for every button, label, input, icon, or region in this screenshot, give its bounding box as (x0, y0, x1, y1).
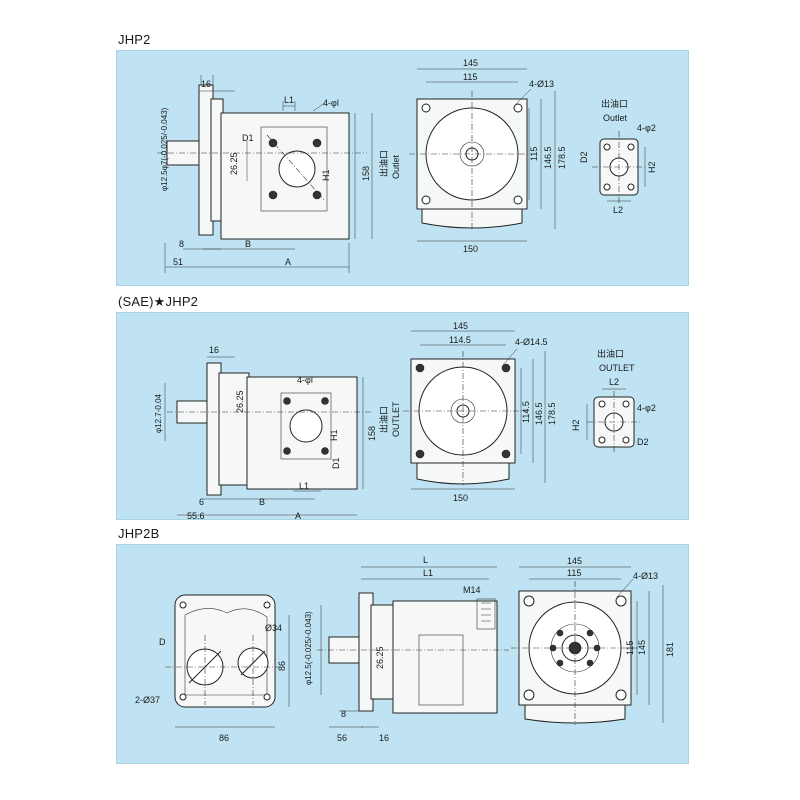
port-outlet-en: OUTLET (599, 363, 635, 373)
dim-115-v: 115 (529, 147, 539, 161)
dim-D2: D2 (579, 151, 589, 163)
section-title-sae-jhp2: (SAE)★JHP2 (118, 294, 199, 309)
dim-146-5: 146.5 (543, 146, 553, 169)
holes-2-37: 2-Ø37 (135, 695, 160, 705)
dim-178-5: 178.5 (557, 146, 567, 169)
dim-16: 16 (379, 733, 389, 743)
shaft-dim: φ12.5(-0.025/-0.043) (304, 611, 313, 685)
drawing-panel-sae-jhp2: 16 4-φl 26.25 H1 D1 L1 158 φ12.7-0.04 6 … (116, 312, 689, 520)
dim-145: 145 (453, 321, 468, 331)
shaft-dim: φ12.7-0.04 (154, 393, 163, 433)
dim-L1: L1 (284, 95, 294, 105)
holes-4-14-5: 4-Ø14.5 (515, 337, 548, 347)
dim-A: A (295, 511, 301, 519)
dim-146-5: 146.5 (534, 402, 544, 425)
dim-B: B (245, 239, 251, 249)
port-holes: 4-φ2 (637, 403, 656, 413)
dim-115: 115 (463, 72, 477, 82)
dim-150: 150 (463, 244, 478, 254)
dim-B: B (259, 497, 265, 507)
dim-55-6: 55.6 (187, 511, 205, 519)
drawing-panel-jhp2b: D Ø34 86 2-Ø37 86 φ12.5(-0.025/-0.043) L… (116, 544, 689, 764)
side-view (164, 356, 372, 516)
outlet-cn: 出油口 (378, 406, 389, 433)
dim-51: 51 (173, 257, 183, 267)
port-outlet-cn: 出油口 (601, 98, 628, 109)
holes-label: 4-φl (323, 98, 339, 108)
dim-145: 145 (463, 58, 478, 68)
port-outlet-cn: 出油口 (597, 348, 624, 359)
port-detail (592, 131, 646, 203)
side-view (317, 566, 509, 728)
dim-26-25: 26.25 (229, 152, 239, 175)
dim-8: 8 (179, 239, 184, 249)
dim-145-v: 145 (637, 640, 647, 655)
dim-8: 8 (341, 709, 346, 719)
dim-A: A (285, 257, 291, 267)
dim-D2: D2 (637, 437, 649, 447)
dim-L1: L1 (423, 568, 433, 578)
front-view (409, 68, 556, 242)
outlet-en: Outlet (391, 154, 401, 179)
dim-M14: M14 (463, 585, 481, 595)
dim-6: 6 (199, 497, 204, 507)
dim-H1: H1 (329, 429, 339, 441)
front-view (403, 330, 546, 490)
port-outlet-en: Outlet (603, 113, 628, 123)
dim-H1: H1 (321, 169, 331, 181)
dim-L: L (423, 555, 428, 565)
dim-158: 158 (367, 426, 377, 441)
dim-115: 115 (567, 568, 581, 578)
dim-56: 56 (337, 733, 347, 743)
dim-158: 158 (361, 166, 371, 181)
front-view (511, 566, 664, 725)
dim-115-v: 115 (625, 641, 635, 655)
dim-34: Ø34 (265, 623, 282, 633)
drawing-sae-jhp2: 16 4-φl 26.25 H1 D1 L1 158 φ12.7-0.04 6 … (154, 321, 656, 519)
dim-150: 150 (453, 493, 468, 503)
dim-H2: H2 (647, 161, 657, 173)
outlet-cn: 出油口 (378, 150, 389, 177)
dim-86: 86 (219, 733, 229, 743)
port-holes: 4-φ2 (637, 123, 656, 133)
dim-16: 16 (209, 345, 219, 355)
dim-86-v: 86 (277, 661, 287, 671)
dim-L2: L2 (613, 205, 623, 215)
port-detail (586, 388, 641, 453)
dim-145: 145 (567, 556, 582, 566)
dim-26-25: 26.25 (235, 390, 245, 413)
dim-181: 181 (665, 642, 675, 657)
dim-114-5-v: 114.5 (521, 401, 531, 423)
drawing-jhp2: 16 L1 4-φl D1 26.25 H1 158 φ12.5φ7(-0.02… (157, 58, 657, 273)
drawing-jhp2b: D Ø34 86 2-Ø37 86 φ12.5(-0.025/-0.043) L… (135, 555, 675, 743)
holes-4-13: 4-Ø13 (633, 571, 658, 581)
dim-178-5: 178.5 (547, 402, 557, 425)
shaft-dim: φ12.5φ7(-0.025/-0.043) (160, 107, 169, 191)
section-title-jhp2b: JHP2B (118, 526, 160, 541)
dim-D1: D1 (331, 457, 341, 469)
drawing-panel-jhp2: 16 L1 4-φl D1 26.25 H1 158 φ12.5φ7(-0.02… (116, 50, 689, 286)
dim-D: D (159, 637, 166, 647)
dim-16: 16 (201, 79, 211, 89)
dim-H2: H2 (571, 419, 581, 431)
dim-D1: D1 (242, 133, 254, 143)
dim-114-5: 114.5 (449, 335, 471, 345)
side-view (157, 75, 373, 273)
dim-26-25: 26.25 (375, 646, 385, 669)
rear-view (165, 594, 290, 728)
section-title-jhp2: JHP2 (118, 32, 151, 47)
holes-label: 4-φl (297, 375, 313, 385)
dim-L1: L1 (299, 481, 309, 491)
dim-L2: L2 (609, 377, 619, 387)
holes-4-13: 4-Ø13 (529, 79, 554, 89)
outlet-en: OUTLET (391, 401, 401, 437)
